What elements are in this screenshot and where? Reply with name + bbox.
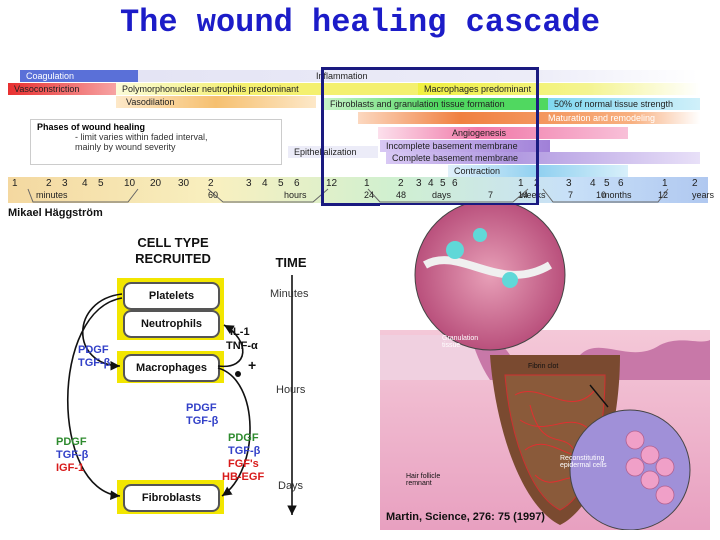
axis-tick: 5 [604, 178, 610, 189]
factor-pdgf-low: PDGF [56, 436, 87, 448]
label-epidermal-cells: Reconstituting epidermal cells [560, 455, 620, 469]
axis-tick: 6 [294, 178, 300, 189]
axis-tick: 3 [566, 178, 572, 189]
axis-unit: hours [284, 190, 307, 200]
axis-unit: 7 [568, 190, 573, 200]
axis-tick: 1 [12, 178, 18, 189]
axis-tick: 5 [98, 178, 104, 189]
bar-vasodilation-label: Vasodilation [126, 96, 174, 108]
factor-tnf: TNF-α [226, 340, 258, 352]
phase-legend-line2: mainly by wound severity [75, 142, 275, 152]
factor-igf: IGF-1 [56, 462, 84, 474]
phase-legend-title: Phases of wound healing [37, 122, 275, 132]
factor-tgf-left: TGF-β [78, 357, 110, 369]
bar-maturation-label: Maturation and remodeling [548, 112, 655, 124]
axis-tick: 3 [62, 178, 68, 189]
axis-tick: 4 [590, 178, 596, 189]
time-minutes: Minutes [270, 288, 309, 300]
bar-tissue-strength: 50% of normal tissue strength [548, 98, 700, 110]
bar-coagulation: Coagulation [20, 70, 140, 82]
label-hair-follicle: Hair follicle remnant [406, 473, 446, 487]
axis-unit: 60 [208, 190, 218, 200]
time-hours: Hours [276, 384, 305, 396]
axis-tick: 10 [124, 178, 135, 189]
axis-tick: 4 [82, 178, 88, 189]
time-days: Days [278, 480, 303, 492]
axis-unit: years [692, 190, 714, 200]
axis-tick: 4 [262, 178, 268, 189]
axis-tick: 30 [178, 178, 189, 189]
label-fibrin-clot: Fibrin clot [528, 363, 558, 370]
phase-legend-line1: - limit varies within faded interval, [75, 132, 275, 142]
axis-tick: 6 [618, 178, 624, 189]
highlight-box [321, 67, 539, 206]
factor-pdgf-mid: PDGF [186, 402, 217, 414]
factor-tgf-right: TGF-β [228, 445, 260, 457]
axis-unit: 12 [658, 190, 668, 200]
axis-tick: 3 [246, 178, 252, 189]
axis-tick: 5 [278, 178, 284, 189]
label-granulation: Granulation tissue [442, 335, 492, 349]
axis-tick: 1 [662, 178, 668, 189]
axis-tick: 20 [150, 178, 161, 189]
factor-tgf-mid: TGF-β [186, 415, 218, 427]
factor-fgf: FGF's [228, 458, 259, 470]
header-time: TIME [266, 255, 316, 270]
header-cell-type: CELL TYPE RECRUITED [118, 235, 228, 267]
image-credit: Mikael Häggström [8, 207, 103, 219]
axis-unit: months [602, 190, 632, 200]
factor-plus: + [248, 357, 256, 373]
citation: Martin, Science, 276: 75 (1997) [386, 511, 545, 523]
page-title: The wound healing cascade [0, 4, 720, 41]
bar-vasoconstriction: Vasoconstriction [8, 83, 128, 95]
factor-pdgf-left: PDGF [78, 344, 109, 356]
axis-tick: 2 [208, 178, 214, 189]
axis-tick: 2 [46, 178, 52, 189]
bar-vasodilation: Vasodilation [116, 96, 316, 108]
factor-tgf-low: TGF-β [56, 449, 88, 461]
axis-tick: 2 [692, 178, 698, 189]
factor-il1: IL-1 [230, 326, 250, 338]
wound-illustration: Granulation tissue Fibrin clot Hair foll… [380, 205, 710, 530]
factor-hbegf: HB-EGF [222, 471, 264, 483]
phase-legend: Phases of wound healing - limit varies w… [30, 119, 282, 165]
factor-pdgf-right: PDGF [228, 432, 259, 444]
axis-unit: minutes [36, 190, 68, 200]
